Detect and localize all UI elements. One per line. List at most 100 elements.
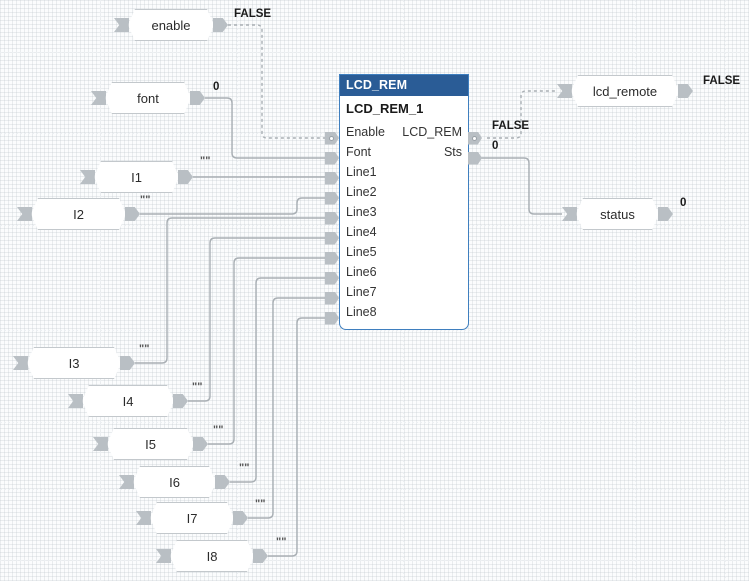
pin-stub-font[interactable] — [325, 151, 339, 165]
variable-lcd-remote-shape[interactable]: lcd_remote — [571, 75, 679, 107]
variable-font-label: font — [137, 90, 159, 106]
variable-i1-left-connector[interactable] — [80, 170, 95, 184]
pin-label-line6: Line6 — [346, 265, 377, 279]
value-i3: "" — [139, 343, 150, 355]
variable-i1-right-connector[interactable] — [178, 170, 193, 184]
pin-row-line2[interactable]: Line2 — [340, 182, 468, 202]
variable-font-left-connector[interactable] — [91, 91, 106, 105]
pin-label-font: Font — [346, 145, 372, 159]
variable-i6-shape[interactable]: I6 — [133, 466, 216, 498]
variable-i2-shape[interactable]: I2 — [31, 198, 126, 230]
pin-stub-line3[interactable] — [325, 211, 339, 225]
pin-stub-line8[interactable] — [325, 311, 339, 325]
variable-i3-right-connector[interactable] — [120, 356, 135, 370]
value-i6: "" — [239, 462, 250, 474]
variable-i3-left-connector[interactable] — [13, 356, 28, 370]
variable-i4-shape[interactable]: I4 — [82, 385, 174, 417]
variable-i5-right-connector[interactable] — [193, 437, 208, 451]
variable-i2-right-connector[interactable] — [125, 207, 140, 221]
value-sts-output: 0 — [492, 140, 499, 152]
wire-i8-to-line8 — [268, 317, 331, 557]
variable-font[interactable]: font — [91, 82, 205, 114]
variable-i7[interactable]: I7 — [136, 502, 248, 534]
variable-enable-right-connector[interactable] — [213, 18, 228, 32]
variable-i8-right-connector[interactable] — [253, 549, 268, 563]
variable-status-left-connector[interactable] — [562, 207, 577, 221]
variable-i3[interactable]: I3 — [13, 347, 135, 379]
variable-i5[interactable]: I5 — [93, 428, 208, 460]
variable-i2-left-connector[interactable] — [17, 207, 32, 221]
variable-i4[interactable]: I4 — [68, 385, 188, 417]
function-block-body: Enable LCD_REM Font Sts Line1 Line2 Line… — [340, 122, 468, 328]
variable-i3-label: I3 — [68, 355, 80, 371]
variable-i7-shape[interactable]: I7 — [150, 502, 234, 534]
variable-enable-label: enable — [151, 17, 191, 33]
variable-i7-label: I7 — [186, 510, 198, 526]
pin-row-font[interactable]: Font Sts — [340, 142, 468, 162]
pin-row-line4[interactable]: Line4 — [340, 222, 468, 242]
variable-i1[interactable]: I1 — [80, 161, 193, 193]
variable-i6-left-connector[interactable] — [119, 475, 134, 489]
pin-stub-line4[interactable] — [325, 231, 339, 245]
pin-stub-line2[interactable] — [325, 191, 339, 205]
function-block-lcd-rem[interactable]: LCD_REM LCD_REM_1 Enable LCD_REM Font St… — [339, 74, 469, 330]
pin-label-line1: Line1 — [346, 165, 377, 179]
variable-lcd-remote-right-connector[interactable] — [678, 84, 693, 98]
pin-stub-line5[interactable] — [325, 251, 339, 265]
variable-lcd-remote[interactable]: lcd_remote — [557, 75, 693, 107]
value-font: 0 — [213, 81, 220, 93]
variable-lcd-remote-left-connector[interactable] — [557, 84, 572, 98]
variable-i8[interactable]: I8 — [156, 540, 268, 572]
pin-stub-line7[interactable] — [325, 291, 339, 305]
pin-row-line8[interactable]: Line8 — [340, 302, 468, 322]
variable-i7-right-connector[interactable] — [233, 511, 248, 525]
variable-i3-shape[interactable]: I3 — [27, 347, 121, 379]
wire-i3-to-line3 — [135, 217, 331, 364]
pin-stub-line1[interactable] — [325, 171, 339, 185]
variable-i5-shape[interactable]: I5 — [107, 428, 194, 460]
variable-i6[interactable]: I6 — [119, 466, 230, 498]
pin-label-line5: Line5 — [346, 245, 377, 259]
variable-i8-label: I8 — [206, 548, 218, 564]
variable-status-right-connector[interactable] — [658, 207, 673, 221]
pin-row-enable[interactable]: Enable LCD_REM — [340, 122, 468, 142]
pin-stub-sts[interactable] — [468, 151, 482, 165]
variable-font-shape[interactable]: font — [105, 82, 191, 114]
pin-stub-line6[interactable] — [325, 271, 339, 285]
value-lcd-rem-output: FALSE — [492, 120, 530, 132]
variable-status-shape[interactable]: status — [576, 198, 659, 230]
variable-i2[interactable]: I2 — [17, 198, 140, 230]
pin-row-line1[interactable]: Line1 — [340, 162, 468, 182]
pin-label-sts: Sts — [443, 145, 462, 159]
pin-label-line4: Line4 — [346, 225, 377, 239]
wire-enable-to-enable-pin — [228, 24, 331, 139]
variable-i4-label: I4 — [122, 393, 134, 409]
wire-i7-to-line7 — [248, 297, 331, 519]
variable-i6-right-connector[interactable] — [215, 475, 230, 489]
variable-lcd-remote-label: lcd_remote — [592, 83, 658, 99]
variable-i4-left-connector[interactable] — [68, 394, 83, 408]
value-i7: "" — [255, 498, 266, 510]
variable-i5-left-connector[interactable] — [93, 437, 108, 451]
variable-i8-shape[interactable]: I8 — [170, 540, 254, 572]
variable-i2-label: I2 — [73, 206, 84, 222]
variable-enable[interactable]: enable — [114, 9, 228, 41]
variable-i7-left-connector[interactable] — [136, 511, 151, 525]
pin-label-line3: Line3 — [346, 205, 377, 219]
wire-i6-to-line6 — [230, 277, 331, 483]
variable-i4-right-connector[interactable] — [173, 394, 188, 408]
wire-sts-to-status — [478, 157, 562, 215]
wire-font-to-font-pin — [205, 97, 331, 159]
pin-row-line3[interactable]: Line3 — [340, 202, 468, 222]
pin-row-line6[interactable]: Line6 — [340, 262, 468, 282]
variable-enable-shape[interactable]: enable — [128, 9, 214, 41]
variable-i8-left-connector[interactable] — [156, 549, 171, 563]
value-enable: FALSE — [234, 8, 272, 20]
pin-row-line7[interactable]: Line7 — [340, 282, 468, 302]
pin-row-line5[interactable]: Line5 — [340, 242, 468, 262]
variable-font-right-connector[interactable] — [190, 91, 205, 105]
variable-status[interactable]: status — [562, 198, 673, 230]
variable-enable-left-connector[interactable] — [114, 18, 129, 32]
variable-i1-shape[interactable]: I1 — [94, 161, 179, 193]
